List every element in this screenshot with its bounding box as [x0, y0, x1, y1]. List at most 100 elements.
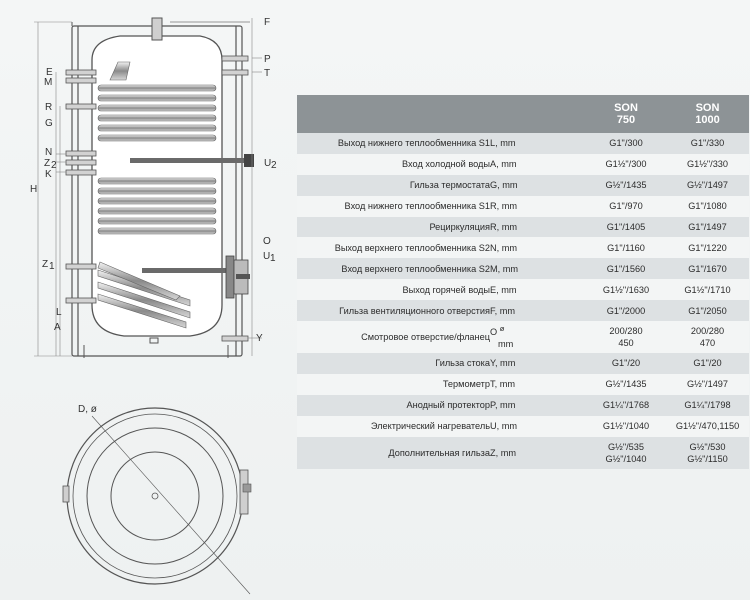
param-symbol: L, mm — [490, 133, 586, 154]
value-son750: G½"/1435 — [586, 174, 666, 196]
value-son1000: G1"/1497 — [666, 216, 749, 238]
table-row: Выход горячей воды E, mm G1½"/1630 G1½"/… — [297, 279, 749, 301]
param-symbol: P, mm — [490, 394, 586, 416]
symbol-diameter: ø — [499, 324, 505, 334]
value-son750: G1½"/1040 — [586, 415, 666, 437]
table-row: Анодный протектор P, mm G1¼"/1768 G1¼"/1… — [297, 394, 749, 416]
param-symbol: M, mm — [490, 258, 586, 280]
label-o: O — [263, 236, 271, 247]
label-r: R — [45, 102, 52, 113]
value-son750: G1"/300 — [586, 133, 666, 154]
param-symbol: F, mm — [490, 300, 586, 322]
label-n: N — [45, 147, 52, 158]
table-row: Рециркуляция R, mm G1"/1405 G1"/1497 — [297, 216, 749, 238]
param-name: Вход верхнего теплообменника S2 — [297, 258, 490, 280]
label-z1-sub: 1 — [49, 261, 55, 272]
table-row: Гильза стока Y, mm G1"/20 G1"/20 — [297, 353, 749, 374]
table-row: Вход верхнего теплообменника S2 M, mm G1… — [297, 258, 749, 280]
value-son1000: G1"/330 — [666, 133, 749, 154]
value-son1000: G1"/20 — [666, 353, 749, 374]
value-son750: G1"/20 — [586, 353, 666, 374]
label-m: M — [44, 77, 52, 88]
value-son750: 200/280 450 — [586, 321, 666, 354]
heater-u2 — [130, 154, 254, 167]
param-name: Дополнительная гильза — [297, 436, 490, 469]
value-son750: G1½"/1630 — [586, 279, 666, 301]
label-e: E — [46, 67, 53, 78]
value-son1000: G½"/530 G½"/1150 — [666, 436, 749, 469]
value-son1000: G1½"/470,1150 — [666, 415, 749, 437]
param-symbol: Z, mm — [490, 436, 586, 469]
label-a: A — [54, 322, 61, 333]
bottom-coil — [97, 261, 191, 329]
label-u1: U — [263, 251, 270, 262]
label-u2-sub: 2 — [271, 160, 277, 171]
table-row: Гильза термостата G, mm G½"/1435 G½"/149… — [297, 174, 749, 196]
value-son750: G½"/1435 — [586, 373, 666, 395]
label-z2-sub: 2 — [51, 160, 57, 171]
table-row: Выход нижнего теплообменника S1 L, mm G1… — [297, 133, 749, 154]
param-name: Электрический нагреватель — [297, 415, 490, 437]
label-y: Y — [256, 333, 263, 344]
label-l: L — [56, 307, 62, 318]
value-son750: G1"/1560 — [586, 258, 666, 280]
label-u1-sub: 1 — [270, 253, 276, 264]
table-header-row: SON 750 SON 1000 — [297, 95, 749, 133]
upper-coil — [97, 61, 217, 142]
param-name: Термометр — [297, 373, 490, 395]
table-row: Термометр T, mm G½"/1435 G½"/1497 — [297, 373, 749, 395]
param-symbol: E, mm — [490, 279, 586, 301]
label-h: H — [30, 184, 37, 195]
param-symbol: A, mm — [490, 153, 586, 175]
param-name: Выход горячей воды — [297, 279, 490, 301]
symbol-unit: mm — [498, 338, 514, 349]
table-row: Смотровое отверстие/фланец O ø mm 200/28… — [297, 321, 749, 354]
param-name: Рециркуляция — [297, 216, 490, 238]
param-name: Выход верхнего теплообменника S2 — [297, 237, 490, 259]
value-son750: G1½"/300 — [586, 153, 666, 175]
label-f: F — [264, 17, 270, 28]
param-symbol: G, mm — [490, 174, 586, 196]
value-son1000: G1"/2050 — [666, 300, 749, 322]
value-son1000: G1¼"/1798 — [666, 394, 749, 416]
value-son750: G½"/535 G½"/1040 — [586, 436, 666, 469]
table-row: Вход холодной воды A, mm G1½"/300 G1½"/3… — [297, 153, 749, 175]
value-son750: G1"/1405 — [586, 216, 666, 238]
table-row: Выход верхнего теплообменника S2 N, mm G… — [297, 237, 749, 259]
table-row: Электрический нагреватель U, mm G1½"/104… — [297, 415, 749, 437]
right-nozzles — [221, 55, 249, 342]
table-row: Вход нижнего теплообменника S1 R, mm G1"… — [297, 195, 749, 217]
label-z1: Z — [42, 259, 48, 270]
heater-u1-flange — [142, 255, 250, 299]
param-name: Смотровое отверстие/фланец — [297, 321, 490, 354]
param-name: Гильза термостата — [297, 174, 490, 196]
tank-top-view — [62, 407, 252, 595]
header-son1000: SON 1000 — [666, 95, 749, 133]
value-son1000: G1"/1670 — [666, 258, 749, 280]
value-son1000: G½"/1497 — [666, 174, 749, 196]
label-k: K — [45, 169, 52, 180]
param-symbol: O ø mm — [490, 321, 586, 354]
param-symbol: Y, mm — [490, 353, 586, 374]
param-symbol: R, mm — [490, 195, 586, 217]
value-son1000: 200/280 470 — [666, 321, 749, 354]
left-nozzles — [65, 69, 97, 304]
param-name: Гильза стока — [297, 353, 490, 374]
table-row: Дополнительная гильза Z, mm G½"/535 G½"/… — [297, 436, 749, 469]
param-name: Гильза вентиляционного отверстия — [297, 300, 490, 322]
label-z2: Z — [44, 158, 50, 169]
param-name: Вход холодной воды — [297, 153, 490, 175]
label-u2: U — [264, 158, 271, 169]
lower-coil — [97, 177, 217, 235]
label-p: P — [264, 54, 271, 65]
value-son1000: G½"/1497 — [666, 373, 749, 395]
symbol-o: O — [490, 327, 498, 338]
value-son750: G1"/1160 — [586, 237, 666, 259]
value-son750: G1¼"/1768 — [586, 394, 666, 416]
param-symbol: R, mm — [490, 216, 586, 238]
header-son750: SON 750 — [586, 95, 666, 133]
param-symbol: N, mm — [490, 237, 586, 259]
param-symbol: U, mm — [490, 415, 586, 437]
dimension-lines — [34, 18, 262, 357]
value-son1000: G1½"/1710 — [666, 279, 749, 301]
